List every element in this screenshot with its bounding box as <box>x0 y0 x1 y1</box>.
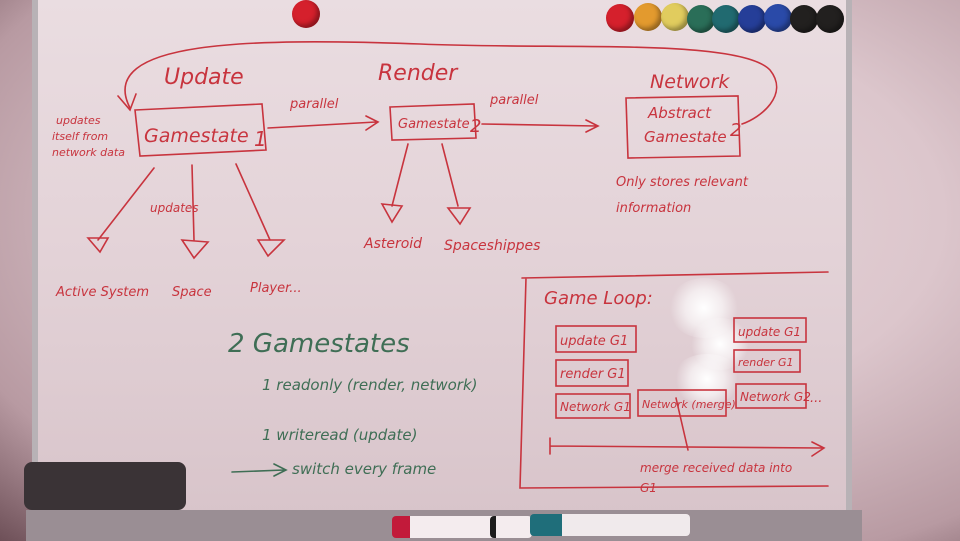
abstract-line2: Gamestate <box>644 128 727 146</box>
abstract-number: 2 <box>730 120 741 141</box>
summary-line-1: 1 readonly (render, network) <box>262 376 478 394</box>
gamestate2-box <box>389 103 477 141</box>
parallel-arrow-2 <box>481 119 600 133</box>
magnet-red <box>292 0 320 28</box>
gamestate2-label: Gamestate <box>398 117 470 132</box>
loop-cell-box <box>735 383 807 409</box>
arrow-space <box>180 164 210 260</box>
marker-teal <box>530 514 690 536</box>
red-text: Update Render Network Gamestate 1 Gamest… <box>52 61 822 495</box>
updates-itself-note-2: itself from <box>52 130 108 143</box>
loop-cell: Network G2 <box>740 390 811 404</box>
child-spaceship: Spaceshippes <box>444 238 540 254</box>
merge-note-2: G1 <box>640 481 657 495</box>
timeline-arrow <box>549 437 826 457</box>
loop-cell-box <box>637 389 727 417</box>
loop-arrow <box>124 41 778 125</box>
magnet-blue <box>738 5 766 33</box>
only-stores-note-1: Only stores relevant <box>616 175 749 190</box>
loop-cell-box <box>555 393 631 419</box>
update-heading: Update <box>164 65 244 90</box>
child-player: Player... <box>250 281 302 296</box>
arrow-spaceship <box>441 143 472 226</box>
summary-line-3: switch every frame <box>292 460 436 478</box>
marker-red <box>392 516 506 538</box>
gamestate2-number: 2 <box>470 116 481 137</box>
render-heading: Render <box>378 61 459 86</box>
game-loop-frame <box>519 271 829 489</box>
network-heading: Network <box>650 71 730 93</box>
magnet-red <box>606 4 634 32</box>
summary-title: 2 Gamestates <box>228 329 410 359</box>
gamestate1-box <box>134 103 267 157</box>
loop-cell: render G1 <box>738 356 794 369</box>
loop-cell: render G1 <box>560 367 626 382</box>
green-strokes <box>231 463 288 477</box>
switch-arrow <box>231 463 288 477</box>
child-space: Space <box>172 285 212 300</box>
arrow-player <box>235 163 286 258</box>
marker-black <box>490 516 532 538</box>
magnet-black <box>790 5 818 33</box>
child-asteroid: Asteroid <box>363 236 422 252</box>
magnet-yellow <box>661 3 689 31</box>
gamestate1-label: Gamestate <box>144 125 249 147</box>
arrow-asteroid <box>380 143 409 224</box>
light-glare <box>672 354 742 404</box>
loop-cell-box <box>555 359 629 387</box>
red-strokes <box>86 41 829 489</box>
merge-note-1: merge received data into <box>640 461 792 475</box>
gamestate1-number: 1 <box>254 127 267 151</box>
summary-line-2: 1 writeread (update) <box>262 426 417 444</box>
magnet-blue <box>764 4 792 32</box>
loop-cell: Network (merge) <box>642 398 736 411</box>
loop-cell-box <box>733 349 801 373</box>
parallel-arrow-1 <box>267 115 380 131</box>
magnet-black <box>816 5 844 33</box>
green-text: 2 Gamestates 1 readonly (render, network… <box>228 329 478 478</box>
loop-cell-box <box>733 317 807 343</box>
child-active-system: Active System <box>55 285 149 300</box>
abstract-line1: Abstract <box>647 104 712 122</box>
magnet-teal <box>712 5 740 33</box>
loop-cell: Network G1 <box>560 400 631 414</box>
loop-cell: ... <box>810 391 822 406</box>
loop-arrowhead <box>117 93 137 112</box>
only-stores-note-2: information <box>616 201 691 216</box>
updates-itself-note-3: network data <box>52 146 125 159</box>
eraser <box>24 462 186 510</box>
whiteboard <box>32 0 852 525</box>
parallel-label-2: parallel <box>489 93 539 108</box>
loop-cell: update G1 <box>738 325 801 339</box>
game-loop-title: Game Loop: <box>544 288 653 309</box>
loop-cell: update G1 <box>560 334 628 349</box>
magnet-green <box>687 5 715 33</box>
updates-label: updates <box>150 201 199 215</box>
abstract-gamestate-box <box>625 95 741 159</box>
parallel-label-1: parallel <box>289 97 339 112</box>
loop-cell-box <box>555 325 637 353</box>
merge-pointer <box>675 397 689 451</box>
updates-itself-note-1: updates <box>56 114 101 127</box>
arrow-active-system <box>86 167 155 254</box>
magnet-orange <box>634 3 662 31</box>
